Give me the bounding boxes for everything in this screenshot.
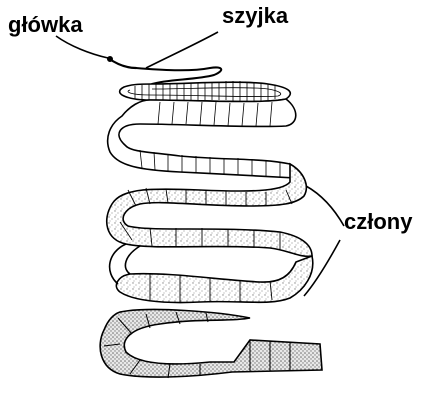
strobila-band-1 <box>120 81 291 102</box>
strobila-band-2 <box>108 99 296 178</box>
leader-head <box>56 36 108 58</box>
label-neck: szyjka <box>222 5 288 27</box>
strobila-band-4 <box>110 244 313 303</box>
label-head: główka <box>8 14 83 36</box>
scolex <box>108 57 113 62</box>
leader-neck <box>146 32 218 68</box>
label-segments: człony <box>344 211 412 233</box>
leader-segments-1 <box>306 186 344 226</box>
worm-head-and-neck <box>108 57 222 85</box>
strobila-band-5 <box>100 310 322 378</box>
